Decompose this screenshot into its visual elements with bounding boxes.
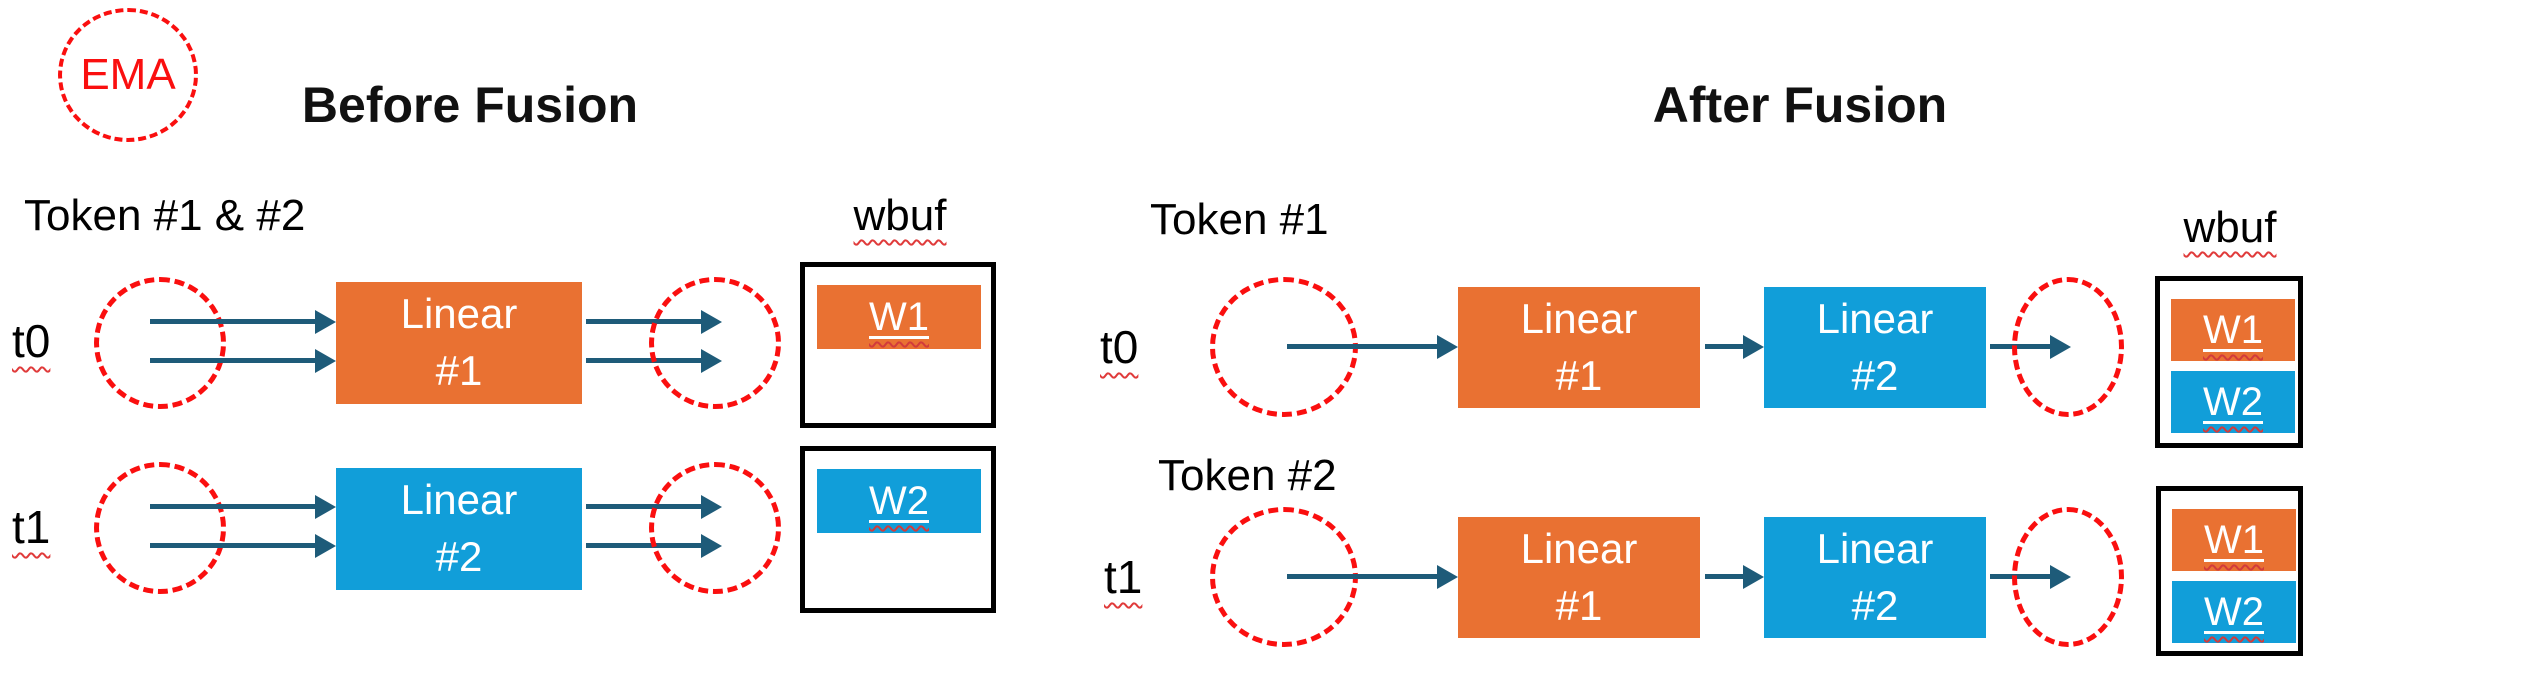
w1-label: W1 [2204,518,2264,562]
w2-label: W2 [869,479,929,523]
linear-2-line1: Linear [1816,294,1934,342]
output-arrow-2-before-t1 [586,543,701,548]
output-arrow-1-before-t0 [586,319,701,324]
linear-2-box-after-t0: Linear #2 [1764,287,1986,408]
input-arrow-after-t1 [1287,574,1437,579]
timestep-t0-label-after: t0 [1100,321,1139,373]
wbuf-label-before: wbuf [853,191,947,240]
linear-2-line1: Linear [1816,524,1934,572]
linear-2-line2: #2 [435,533,483,580]
w1-label: W1 [869,295,929,339]
ema-output-circle-after-t1 [2012,507,2124,647]
linear-1-line1: Linear [1520,524,1638,572]
wbuf-box-after-t0: W1 W2 [2155,276,2303,448]
linear-2-box-before: Linear #2 [336,468,582,590]
mid-arrow-after-t1 [1705,574,1743,579]
wbuf-box-after-t1: W1 W2 [2156,486,2303,656]
linear-2-line1: Linear [400,476,518,524]
input-arrow-after-t0 [1287,344,1437,349]
input-arrow-2-before-t1 [150,543,315,548]
token-1-2-label: Token #1 & #2 [24,191,306,240]
w2-weight-bar: W2 [817,469,981,533]
after-fusion-title: After Fusion [1652,77,1948,133]
input-arrow-2-before-t0 [150,358,315,363]
token-1-label: Token #1 [1150,195,1329,244]
ema-output-circle-before-t1 [649,462,781,594]
input-arrow-1-before-t1 [150,504,315,509]
linear-1-line2: #1 [1555,581,1603,629]
linear-2-box-after-t1: Linear #2 [1764,517,1986,638]
linear-2-line2: #2 [1851,351,1899,399]
token-2-label: Token #2 [1158,451,1337,500]
ema-legend-circle: EMA [58,8,198,142]
linear-1-line1: Linear [400,290,518,338]
linear-1-box-after-t1: Linear #1 [1458,517,1700,638]
ema-input-circle-before-t0 [94,277,226,409]
w2-label: W2 [2203,380,2263,424]
ema-label: EMA [80,50,176,99]
wbuf-box-before-t1: W2 [800,446,996,613]
linear-1-line2: #1 [1555,351,1603,399]
output-arrow-1-before-t1 [586,504,701,509]
w1-weight-bar: W1 [2172,509,2296,571]
wbuf-box-before-t0: W1 [800,262,996,428]
linear-1-line2: #1 [435,347,483,394]
input-arrow-1-before-t0 [150,319,315,324]
mid-arrow-after-t0 [1705,344,1743,349]
before-fusion-title: Before Fusion [301,77,639,133]
output-arrow-2-before-t0 [586,358,701,363]
w1-weight-bar: W1 [817,285,981,349]
linear-1-box-before: Linear #1 [336,282,582,404]
timestep-t0-label-before: t0 [12,315,51,367]
w2-weight-bar: W2 [2171,371,2295,433]
w1-weight-bar: W1 [2171,299,2295,361]
w2-label: W2 [2204,590,2264,634]
wbuf-label-after: wbuf [2183,203,2277,252]
w1-label: W1 [2203,308,2263,352]
w2-weight-bar: W2 [2172,581,2296,643]
timestep-t1-label-before: t1 [12,501,51,553]
linear-1-box-after-t0: Linear #1 [1458,287,1700,408]
ema-input-circle-before-t1 [94,462,226,594]
ema-output-circle-before-t0 [649,277,781,409]
timestep-t1-label-after: t1 [1104,551,1143,603]
linear-2-line2: #2 [1851,581,1899,629]
linear-1-line1: Linear [1520,294,1638,342]
ema-output-circle-after-t0 [2012,277,2124,417]
